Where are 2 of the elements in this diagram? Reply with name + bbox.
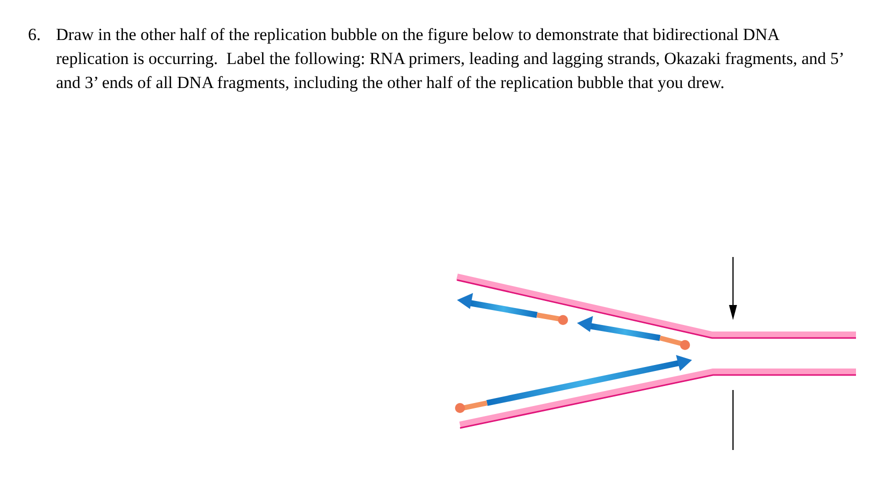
question-text: Draw in the other half of the replication bubble on the figure below to demonstrate that bidirectional DNA replication is occurring. Label the following: RNA primers, leading and lagging strands, Okazaki fragments, and 5’ and 3’ ends of all DNA fragments, including the other half of the replication bubble that you drew. (56, 24, 844, 94)
question-number: 6. (28, 24, 41, 46)
